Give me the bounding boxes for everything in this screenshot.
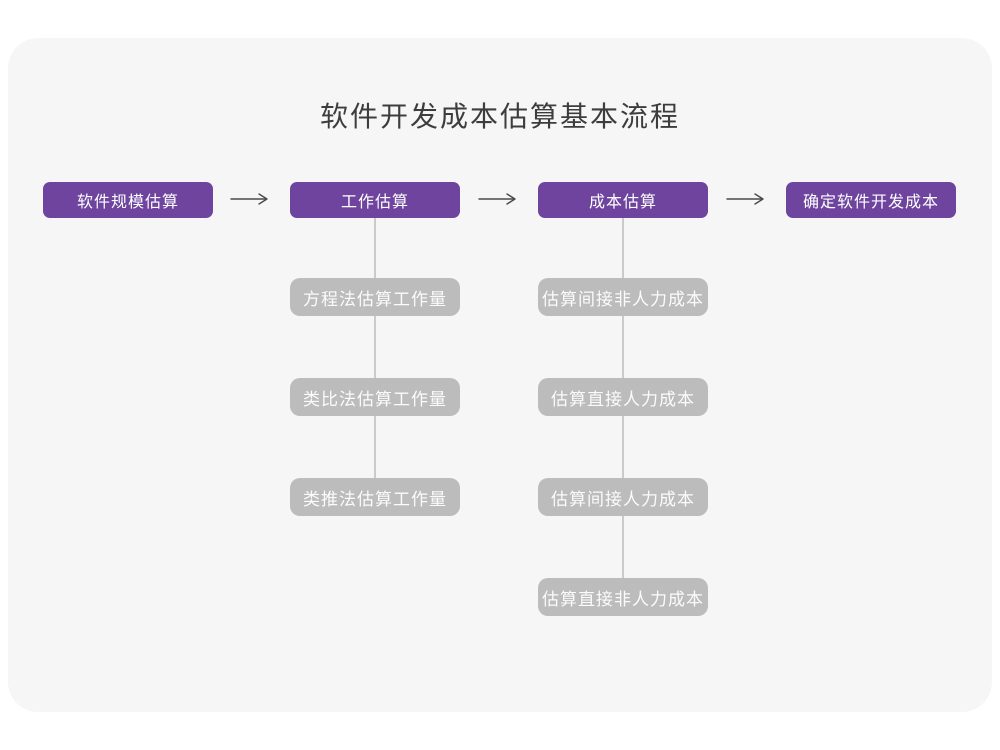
flow-node-work-estimation: 工作估算 [290,182,460,218]
page-title: 软件开发成本估算基本流程 [319,100,680,133]
sub-node-extrapolation-method: 类推法估算工作量 [290,478,460,516]
flow-node-determine-development-cost: 确定软件开发成本 [786,182,956,218]
arrow-right-icon [230,192,270,206]
sub-node-indirect-labor-cost: 估算间接人力成本 [538,478,708,516]
sub-node-analogy-method: 类比法估算工作量 [290,378,460,416]
arrow-right-icon [726,192,766,206]
flowchart-card [8,38,992,712]
sub-node-direct-nonlabor-cost: 估算直接非人力成本 [538,578,708,616]
sub-node-indirect-nonlabor-cost: 估算间接非人力成本 [538,278,708,316]
connector-line-work-column [374,218,376,498]
flow-node-cost-estimation: 成本估算 [538,182,708,218]
flow-node-software-scale-estimation: 软件规模估算 [43,182,213,218]
arrow-right-icon [478,192,518,206]
sub-node-equation-method: 方程法估算工作量 [290,278,460,316]
sub-node-direct-labor-cost: 估算直接人力成本 [538,378,708,416]
